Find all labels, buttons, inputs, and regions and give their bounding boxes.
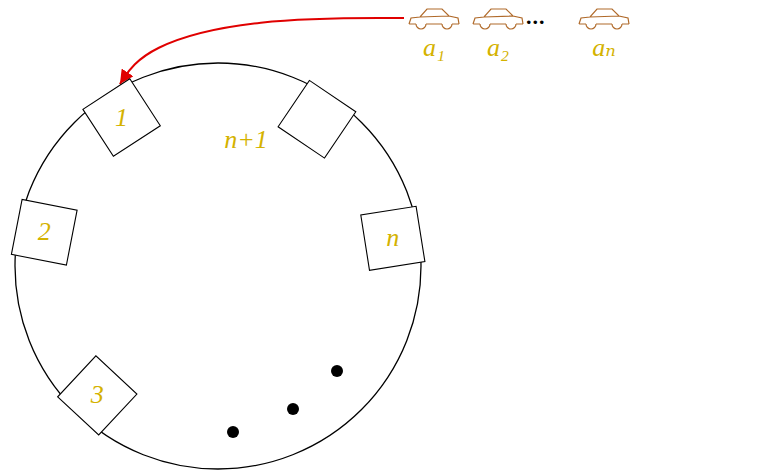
spot-box — [83, 79, 160, 157]
continuation-dot — [227, 426, 239, 438]
car-node: a₂ — [472, 6, 524, 62]
spot-number: 2 — [38, 219, 51, 245]
parking-spot: n+1 — [276, 78, 358, 161]
spot-number: n+1 — [224, 127, 268, 153]
car-label: aₙ — [592, 35, 616, 61]
parking-spot: 2 — [9, 197, 80, 268]
car-body — [579, 9, 629, 29]
car-label: a₂ — [487, 35, 509, 61]
parking-spot: 1 — [80, 76, 163, 159]
parking-spot: n — [358, 204, 427, 273]
spot-number: 1 — [115, 105, 128, 131]
entry-arrow — [120, 18, 404, 84]
spot-number: 3 — [91, 382, 104, 408]
spot-number: n — [386, 225, 399, 251]
parking-circle — [15, 63, 421, 469]
car-node: a₁ — [408, 6, 460, 62]
car-node: aₙ — [578, 6, 630, 62]
ellipsis: ... — [526, 6, 546, 28]
spot-box — [11, 199, 77, 265]
car-label: a₁ — [423, 35, 445, 61]
spot-outline — [276, 78, 358, 161]
parking-spot: 3 — [55, 353, 139, 438]
continuation-dot — [331, 365, 343, 377]
continuation-dot — [287, 403, 299, 415]
spot-box — [361, 206, 425, 270]
ellipsis-group: ... — [526, 6, 546, 28]
spot-box — [58, 356, 137, 435]
car-body — [409, 9, 459, 29]
car-body — [473, 9, 523, 29]
spot-box — [278, 80, 356, 158]
